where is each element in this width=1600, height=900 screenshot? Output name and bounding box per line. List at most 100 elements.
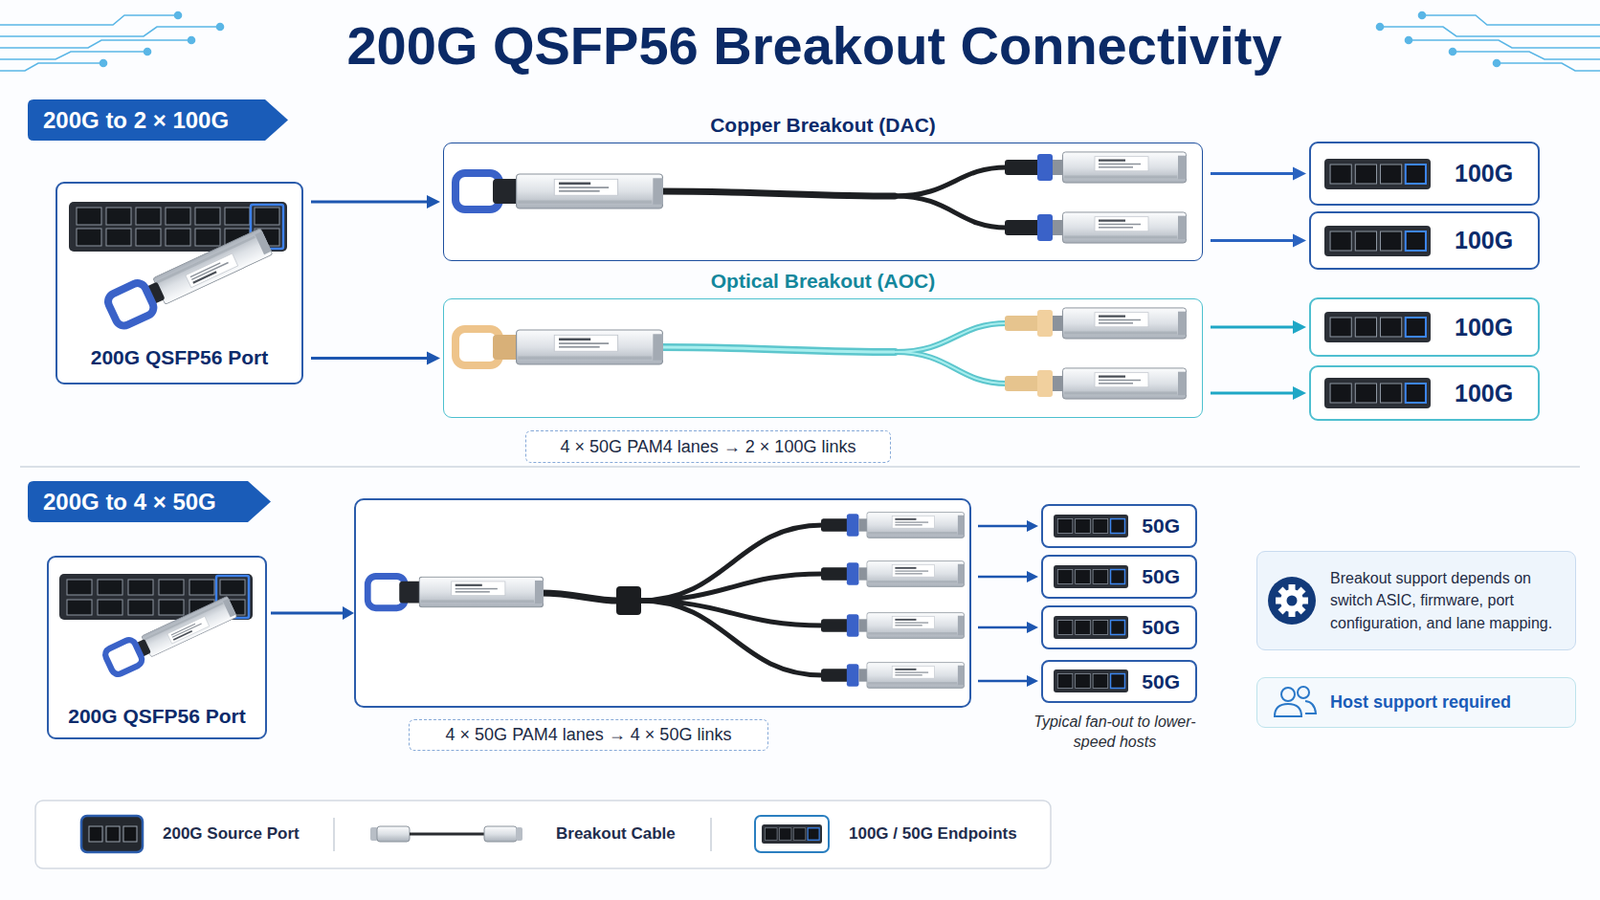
gear-icon	[1295, 604, 1307, 616]
endpoint-port-icon	[1053, 669, 1129, 693]
flow-arrow	[270, 612, 345, 616]
legend-text: 100G / 50G Endpoints	[848, 823, 1018, 845]
endpoint-port-icon	[1324, 377, 1431, 409]
source-port-box: 200G QSFP56 Port	[55, 181, 304, 385]
info-callout: Breakout support depends on switch ASIC,…	[1256, 551, 1577, 651]
section-badge: 200G to 2 × 100G	[27, 99, 289, 141]
section-badge: 200G to 4 × 50G	[27, 481, 271, 523]
arrow-head	[1292, 167, 1307, 181]
legend-sample	[88, 826, 103, 843]
legend-sample	[123, 826, 137, 843]
aoc-cable	[455, 329, 664, 366]
legend-frame	[333, 818, 335, 852]
info-callout-text: Breakout support depends on switch ASIC,…	[1330, 567, 1564, 635]
switch-panel	[224, 228, 250, 246]
endpoint-port-icon	[1053, 158, 1431, 693]
flow-arrow	[1026, 571, 1039, 583]
switch-panel	[68, 201, 288, 252]
endpoint-box-text: 50G	[1141, 616, 1180, 640]
arrow-head	[1292, 320, 1307, 334]
arrow-head	[1292, 234, 1307, 248]
fanout-note: Typical fan-out to lower-speed hosts	[1033, 711, 1197, 753]
endpoint-box-text: 100G	[1454, 159, 1513, 188]
dac-cable	[660, 191, 895, 197]
gear-icon	[1278, 604, 1289, 616]
aoc-cable	[1004, 368, 1187, 400]
qsfp56-transceiver	[103, 594, 239, 677]
switch-panel	[68, 201, 288, 252]
connector-line	[311, 200, 431, 204]
qsfp56-transceiver	[153, 227, 274, 305]
people-icon	[1274, 687, 1316, 717]
legend-frame	[35, 800, 1051, 869]
switch-panel	[66, 600, 92, 616]
switch-panel	[254, 207, 280, 225]
fanout-cable	[639, 525, 823, 601]
legend-sample	[106, 826, 120, 843]
dac-cable	[455, 173, 664, 210]
endpoint-port-icon	[1053, 514, 1129, 538]
endpoint-box: 100G	[1309, 297, 1540, 357]
gear-icon	[1280, 589, 1304, 613]
source-port-box-text: 200G QSFP56 Port	[67, 705, 246, 729]
source-port-box-text: 200G QSFP56 Port	[90, 346, 269, 370]
badge-fill	[27, 99, 289, 141]
endpoint-box: 50G	[1041, 605, 1198, 650]
switch-panel	[250, 204, 284, 249]
endpoint-box-text: 50G	[1141, 670, 1180, 694]
fanout-cable	[616, 586, 642, 616]
circuit-decoration	[1377, 12, 1600, 72]
endpoint-box-text: 100G	[1454, 226, 1513, 255]
aoc-cable	[894, 352, 1007, 384]
switch-panel	[59, 574, 253, 621]
arrow-head	[1292, 386, 1307, 400]
flow-arrow	[1026, 520, 1039, 533]
switch-panel	[195, 207, 221, 225]
aoc-cable	[1004, 308, 1187, 339]
connector-arrow	[311, 352, 441, 366]
switch-panel	[135, 228, 161, 246]
gear-icon	[1300, 598, 1309, 605]
switch-panel	[128, 579, 154, 596]
legend-sample	[515, 827, 523, 842]
aoc-cable	[660, 347, 895, 353]
breakout-cable-box: Copper Breakout (DAC)	[443, 142, 1203, 262]
switch-panel	[216, 576, 249, 619]
lane-note-text: 4 × 50G PAM4 lanes → 4 × 50G links	[445, 725, 733, 746]
gear-icon	[1267, 577, 1316, 625]
gear-icon	[1288, 584, 1296, 593]
fanout-cable-frame	[355, 499, 971, 708]
fanout-cable	[367, 512, 965, 689]
switch-panel	[76, 207, 280, 246]
fanout-cable	[639, 600, 823, 676]
dac-cable	[894, 196, 1007, 228]
legend-sample	[761, 824, 823, 845]
circuit-decoration	[0, 12, 224, 72]
qsfp56-transceiver	[105, 225, 275, 330]
fanout-cable	[821, 561, 965, 588]
legend-sample	[409, 833, 485, 837]
people-icon	[1305, 701, 1316, 714]
breakout-cable-box-text: Copper Breakout (DAC)	[710, 112, 936, 138]
people-icon	[1281, 688, 1295, 702]
gear-icon	[1267, 577, 1316, 625]
gear-icon	[1275, 598, 1284, 605]
aoc-cable	[894, 323, 1007, 353]
flow-arrow	[977, 576, 1028, 579]
endpoint-box: 100G	[1309, 141, 1540, 206]
endpoint-box: 50G	[1041, 555, 1198, 600]
lane-note-text: 4 × 50G PAM4 lanes → 2 × 100G links	[560, 437, 857, 458]
switch-panel	[158, 579, 184, 596]
connector-arrow	[1210, 167, 1307, 181]
connector-line	[1210, 239, 1297, 243]
switch-panel	[128, 600, 154, 616]
fanout-cable	[821, 613, 965, 640]
legend-text: Breakout Cable	[555, 823, 676, 845]
switch-panel	[224, 207, 250, 225]
legend-item: 100G / 50G Endpoints	[848, 823, 1018, 845]
connector-line	[1210, 326, 1297, 330]
switch-panel	[76, 207, 102, 225]
host-callout-text: Host support required	[1330, 692, 1512, 713]
legend-text: 200G Source Port	[162, 823, 300, 845]
